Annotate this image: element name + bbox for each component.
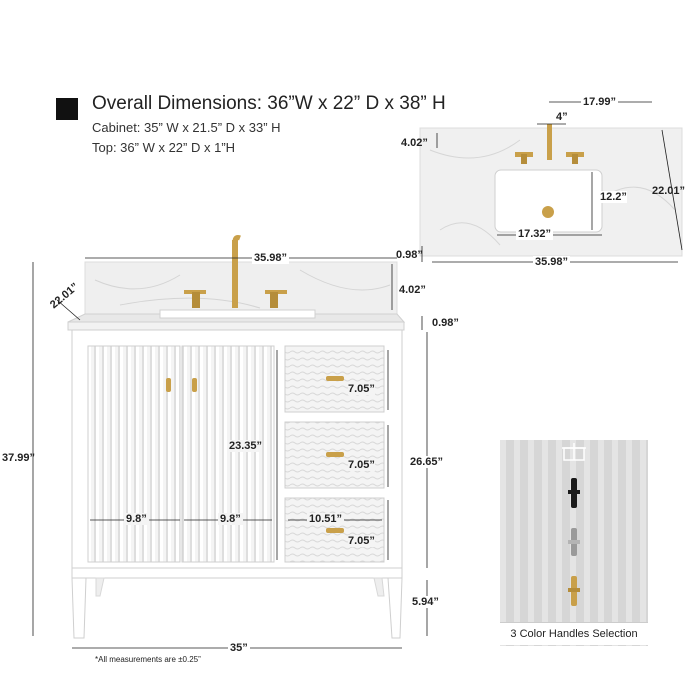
leg-height-label: 5.94” bbox=[412, 596, 439, 608]
leg-right bbox=[387, 577, 403, 639]
drawer-handle-1 bbox=[326, 376, 344, 381]
measurement-note: *All measurements are ±0.25” bbox=[95, 655, 201, 664]
cabinet-width-label: 35” bbox=[228, 642, 250, 654]
top-thickness-label: 0.98” bbox=[396, 249, 423, 261]
vanity-icon bbox=[562, 443, 586, 461]
drawer-3-height-label: 7.05” bbox=[348, 535, 375, 547]
door-height-label: 23.35” bbox=[229, 440, 263, 452]
cabinet-dimensions: Cabinet: 35” W x 21.5” D x 33” H bbox=[92, 120, 281, 135]
faucet bbox=[232, 240, 238, 308]
top-width-label: 35.98” bbox=[533, 256, 571, 268]
overall-dimensions-title: Overall Dimensions: 36”W x 22” D x 38” H bbox=[92, 93, 446, 114]
door-left bbox=[87, 345, 181, 563]
drawer-handle-2 bbox=[326, 452, 344, 457]
door-handle-left bbox=[166, 378, 171, 392]
drawer-1 bbox=[284, 345, 385, 413]
door-width-right-label: 9.8” bbox=[218, 513, 243, 525]
vanity-front-view bbox=[67, 235, 406, 639]
faucet-spout bbox=[547, 124, 552, 160]
overall-height-label: 37.99” bbox=[2, 452, 36, 464]
drawer-handle-3 bbox=[326, 528, 344, 533]
handles-selection-label: 3 Color Handles Selection bbox=[500, 622, 648, 645]
gold-handle-icon bbox=[568, 576, 580, 606]
top-backsplash-label: 4.02” bbox=[401, 137, 428, 149]
top-width-back-label: 17.99” bbox=[581, 96, 619, 108]
legend-swatch bbox=[56, 98, 78, 120]
drawer-width-label: 10.51” bbox=[307, 513, 345, 525]
front-top-thickness-label: 0.98” bbox=[432, 317, 459, 329]
top-dimensions: Top: 36” W x 22” D x 1”H bbox=[92, 140, 236, 155]
top-depth-label: 22.01” bbox=[652, 185, 686, 197]
door-width-left-label: 9.8” bbox=[124, 513, 149, 525]
leg-left bbox=[71, 577, 87, 639]
black-handle-icon bbox=[568, 478, 580, 508]
front-view-dimension-lines bbox=[32, 257, 428, 649]
silver-handle-icon bbox=[568, 528, 580, 556]
front-backsplash-label: 4.02” bbox=[399, 284, 426, 296]
drawer-2-height-label: 7.05” bbox=[348, 459, 375, 471]
sink-depth-label: 12.2” bbox=[600, 191, 627, 203]
drawer-1-height-label: 7.05” bbox=[348, 383, 375, 395]
door-handle-right bbox=[192, 378, 197, 392]
front-top-width-label: 35.98” bbox=[252, 252, 290, 264]
drain bbox=[542, 206, 554, 218]
faucet-spread-label: 4” bbox=[556, 111, 568, 123]
sink-width-label: 17.32” bbox=[516, 228, 554, 240]
handles-panel bbox=[500, 440, 648, 646]
door-right bbox=[181, 345, 275, 563]
cabinet-height-label: 26.65” bbox=[410, 456, 444, 468]
